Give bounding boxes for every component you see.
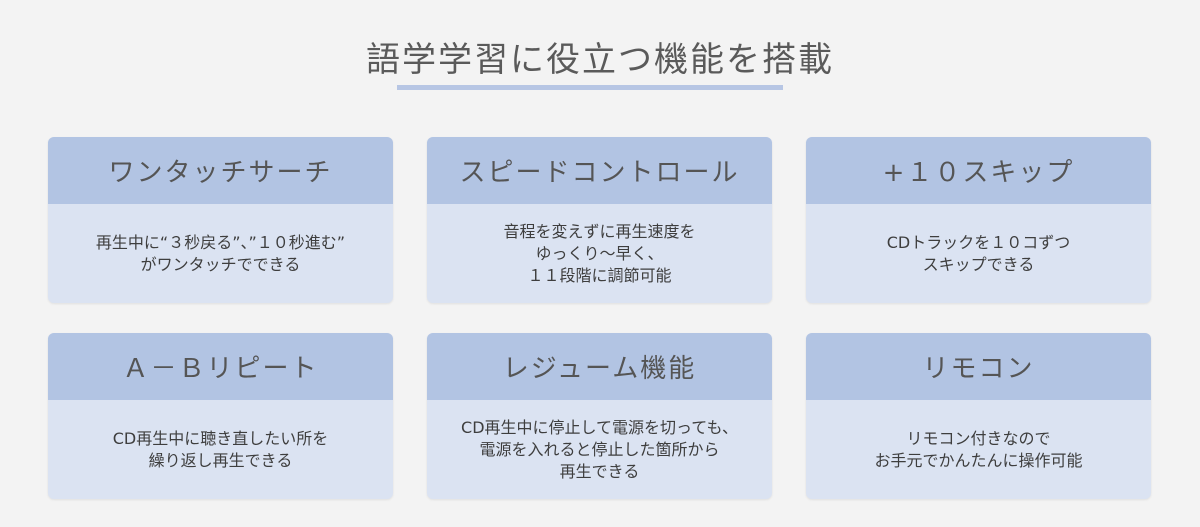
feature-heading: Ａ－Ｂリピート — [48, 333, 393, 400]
page-title: 語学学習に役立つ機能を搭載 — [366, 40, 834, 80]
feature-description: 音程を変えずに再生速度を ゆっくり～早く、 １１段階に調節可能 — [503, 221, 696, 285]
feature-description: CD再生中に停止して電源を切っても、 電源を入れると停止した箇所から 再生できる — [461, 417, 738, 481]
feature-card-skip: +１０スキップ CDトラックを１０コずつ スキップできる — [806, 137, 1151, 303]
feature-card-one-touch-search: ワンタッチサーチ 再生中に“３秒戻る”、”１０秒進む” がワンタッチでできる — [48, 137, 393, 303]
feature-heading: ワンタッチサーチ — [48, 137, 393, 204]
feature-heading: +１０スキップ — [806, 137, 1151, 204]
feature-description: CDトラックを１０コずつ スキップできる — [886, 232, 1071, 274]
feature-description: 再生中に“３秒戻る”、”１０秒進む” がワンタッチでできる — [95, 232, 346, 274]
feature-card-speed-control: スピードコントロール 音程を変えずに再生速度を ゆっくり～早く、 １１段階に調節… — [427, 137, 772, 303]
title-underline — [397, 85, 783, 90]
feature-card-resume: レジューム機能 CD再生中に停止して電源を切っても、 電源を入れると停止した箇所… — [427, 333, 772, 499]
feature-heading: リモコン — [806, 333, 1151, 400]
feature-description: リモコン付きなので お手元でかんたんに操作可能 — [874, 428, 1083, 470]
feature-heading: レジューム機能 — [427, 333, 772, 400]
feature-description: CD再生中に聴き直したい所を 繰り返し再生できる — [112, 428, 329, 470]
feature-card-ab-repeat: Ａ－Ｂリピート CD再生中に聴き直したい所を 繰り返し再生できる — [48, 333, 393, 499]
feature-heading: スピードコントロール — [427, 137, 772, 204]
feature-card-remote: リモコン リモコン付きなので お手元でかんたんに操作可能 — [806, 333, 1151, 499]
